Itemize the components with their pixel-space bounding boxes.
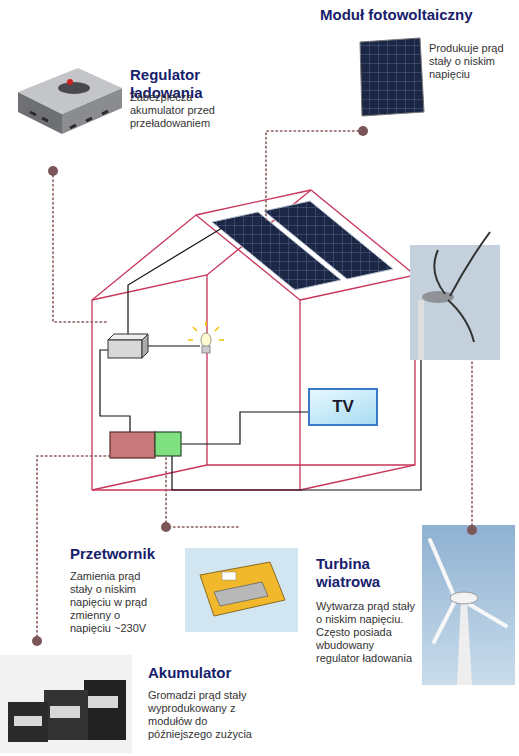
callout-box: Moduł fotowoltaicznyProdukuje prąd stały… <box>318 4 516 114</box>
inverter-label <box>222 572 236 580</box>
turbine-blades <box>430 540 506 642</box>
battery-label <box>88 696 118 708</box>
inverter-in-house <box>155 432 181 456</box>
callout-body: Zamienia prąd stały o niskim napięciu w … <box>70 570 162 635</box>
bulb-glass <box>201 333 211 347</box>
battery-photo <box>0 655 132 753</box>
leader-lines <box>37 131 472 641</box>
house-side <box>300 275 415 490</box>
turbine-nacelle <box>450 592 478 604</box>
wind-turbine-image <box>410 232 500 360</box>
battery-in-house <box>110 432 155 458</box>
turbine-blades <box>434 232 490 342</box>
inverter-photo <box>185 548 298 632</box>
wire <box>181 412 308 444</box>
battery-block <box>84 680 126 740</box>
box-front <box>108 340 142 358</box>
turbine-pole <box>418 300 424 360</box>
callout-box: Turbina wiatrowaWytwarza prąd stały o ni… <box>316 555 420 675</box>
wire <box>128 228 222 336</box>
callout-heading: Moduł fotowoltaiczny <box>320 6 516 24</box>
box-side <box>142 334 148 358</box>
house-wiring <box>100 228 421 490</box>
image-background <box>410 245 500 360</box>
callout-box: PrzetwornikZamienia prąd stały o niskim … <box>70 545 180 637</box>
light-bulb <box>188 321 224 353</box>
leader-dot <box>161 522 171 532</box>
leader-line <box>166 458 238 527</box>
leader-dot <box>467 525 477 535</box>
bulb-base <box>202 346 210 353</box>
callout-heading: Przetwornik <box>70 545 180 563</box>
callout-heading: Akumulator <box>148 664 318 682</box>
device-logo <box>67 79 73 85</box>
image-background <box>185 548 298 632</box>
leader-line <box>53 171 108 322</box>
inverter-panel <box>214 582 268 606</box>
tv-screen: TV <box>308 388 378 426</box>
wire <box>172 360 421 490</box>
callout-box: Regulator ładowaniaZabezpiecza akumulato… <box>130 64 260 138</box>
callout-body: Wytwarza prąd stały o niskim napięciu. C… <box>316 600 418 665</box>
battery-block <box>8 702 48 742</box>
callout-body: Gromadzi prąd stały wyprodukowany z modu… <box>148 689 260 741</box>
roof-panels <box>212 201 393 290</box>
callout-body: Zabezpiecza akumulator przed przeładowan… <box>130 91 236 130</box>
battery-block <box>44 690 88 740</box>
device-window <box>58 82 90 94</box>
house-back-edge <box>92 465 207 490</box>
callout-box: AkumulatorGromadzi prąd stały wyprodukow… <box>148 664 318 752</box>
turbine-pole <box>457 600 472 685</box>
tv-label: TV <box>310 390 376 424</box>
leader-dot <box>48 166 58 176</box>
wire <box>144 345 200 346</box>
callout-heading: Turbina wiatrowa <box>316 555 406 591</box>
roof-panel <box>264 201 393 279</box>
device-top <box>18 68 122 114</box>
house-outline <box>92 190 415 490</box>
image-background <box>422 525 515 685</box>
inverter-case <box>200 562 285 616</box>
wire <box>100 350 130 432</box>
image-background <box>0 655 132 753</box>
wind-turbine-photo <box>422 525 515 685</box>
leader-dot <box>358 126 368 136</box>
charge-controller-photo <box>18 68 122 134</box>
leader-line <box>266 131 363 222</box>
battery-label <box>14 716 42 726</box>
bulb-rays <box>188 321 224 340</box>
controller-in-house <box>108 334 148 358</box>
leader-line <box>471 360 473 530</box>
leader-dots <box>32 126 477 646</box>
callout-body: Produkuje prąd stały o niskim napięciu <box>429 42 513 81</box>
leader-dot <box>32 636 42 646</box>
house-back-edge <box>207 275 415 465</box>
pv-module-photo <box>360 38 424 116</box>
box-top <box>108 334 148 340</box>
device-terminals <box>30 111 108 128</box>
battery-label <box>50 706 80 718</box>
